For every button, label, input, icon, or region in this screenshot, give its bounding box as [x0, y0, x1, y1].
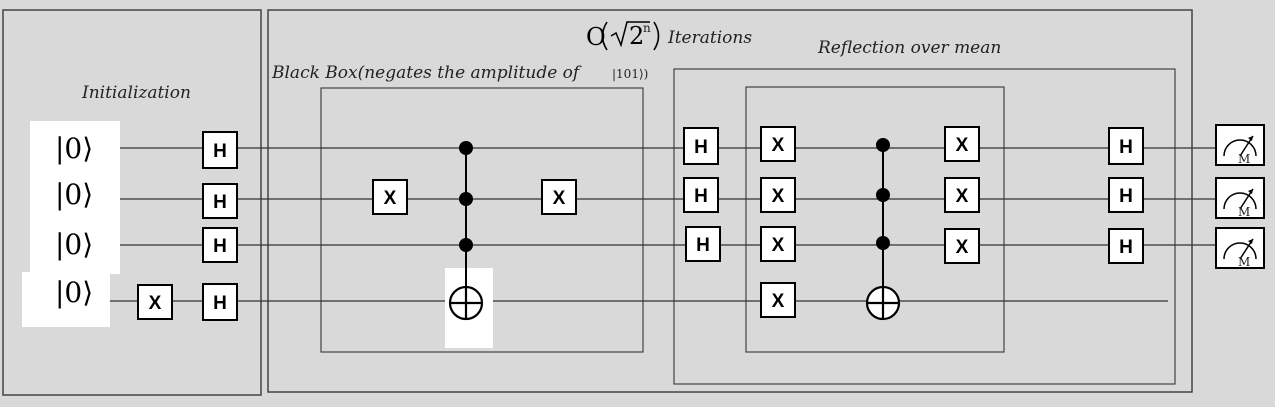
init-h-gate-q2-label: H: [213, 192, 227, 213]
qubit-3-label: |0⟩: [55, 228, 93, 261]
initialization-panel: [2, 9, 262, 396]
diffuser-h-gate-q3-left-label: H: [696, 235, 710, 256]
measure-meter-q3: M: [1215, 227, 1265, 269]
diffuser-x-gate-q1-right: [944, 126, 980, 162]
iteration-count-label: O 2 n Iterations: [586, 21, 752, 51]
oracle-x-gate-q2-right-label: X: [553, 188, 566, 209]
diffuser-x-gate-q2-right-label: X: [956, 186, 969, 207]
diffuser-x-gate-q1-left: [760, 126, 796, 162]
black-box-label: Black Box(negates the amplitude of: [271, 63, 582, 83]
oracle-x-gate-q2-left: [372, 179, 408, 215]
init-h-gate-q4: [202, 283, 238, 321]
oracle-x-gate-q2-left-label: X: [384, 188, 397, 209]
meter-q3-icon: [1215, 227, 1265, 269]
sqrt-exponent: n: [643, 21, 651, 35]
diffuser-h-gate-q1-right: [1108, 127, 1144, 165]
diffuser-x-gate-q3-right-label: X: [956, 237, 969, 258]
big-o-close-paren: [653, 21, 660, 51]
init-h-gate-q1-label: H: [213, 141, 227, 162]
diffuser-h-gate-q2-right-label: H: [1119, 186, 1133, 207]
measure-meter-q1: M: [1215, 124, 1265, 166]
meter-q2-icon: [1215, 177, 1265, 219]
diffuser-x-gate-q2-right: [944, 177, 980, 213]
init-h-gate-q3: [202, 227, 238, 263]
diffuser-control-dot-q2: [876, 188, 890, 202]
black-box-oracle-box: [320, 87, 644, 353]
diffuser-h-gate-q1-right-label: H: [1119, 137, 1133, 158]
diffuser-h-gate-q2-right: [1108, 177, 1144, 213]
sqrt-symbol: [610, 21, 650, 48]
diffuser-x-gate-q4: [760, 282, 796, 318]
diffuser-h-gate-q1-left: [683, 127, 719, 165]
diffuser-control-dot-q1: [876, 138, 890, 152]
oracle-target-xor: [448, 285, 484, 321]
diffuser-h-gate-q1-left-label: H: [694, 137, 708, 158]
oracle-x-gate-q2-right: [541, 179, 577, 215]
qubit-labels-background: [30, 121, 120, 274]
diffuser-h-gate-q3-right-label: H: [1119, 237, 1133, 258]
reflection-label: Reflection over mean: [817, 38, 1001, 58]
initialization-label: Initialization: [81, 83, 191, 103]
init-x-gate-q4-label: X: [149, 293, 162, 314]
qubit-4-label: |0⟩: [55, 276, 93, 309]
diffuser-h-gate-q3-right: [1108, 228, 1144, 264]
reflection-outer-box: [673, 68, 1176, 385]
sqrt-radicand: 2: [629, 22, 644, 50]
diffuser-x-gate-q1-right-label: X: [956, 135, 969, 156]
diffuser-x-gate-q2-left: [760, 177, 796, 213]
qubit-label-4-background: [22, 272, 110, 327]
init-h-gate-q4-label: H: [213, 293, 227, 314]
diffuser-h-gate-q3-left: [685, 226, 721, 262]
qubit-2-label: |0⟩: [55, 178, 93, 211]
black-box-ket-label: |101⟩): [612, 67, 648, 81]
diffuser-x-gate-q4-label: X: [772, 291, 785, 312]
diffuser-control-dot-q3: [876, 236, 890, 250]
big-o-symbol: O: [586, 23, 606, 51]
measure-meter-q2: M: [1215, 177, 1265, 219]
oracle-control-dot-q2: [459, 192, 473, 206]
qubit-1-label: |0⟩: [55, 132, 93, 165]
reflection-inner-box: [745, 86, 1005, 353]
diffuser-x-gate-q3-left: [760, 226, 796, 262]
grover-iteration-panel: [267, 9, 1193, 393]
meter-q3-label: M: [1238, 255, 1250, 269]
init-h-gate-q2: [202, 183, 238, 219]
diffuser-x-gate-q2-left-label: X: [772, 186, 785, 207]
diffuser-h-gate-q2-left-label: H: [694, 186, 708, 207]
oracle-control-dot-q3: [459, 238, 473, 252]
diffuser-target-xor: [865, 285, 901, 321]
diffuser-x-gate-q3-left-label: X: [772, 235, 785, 256]
meter-q1-label: M: [1238, 152, 1250, 166]
diffuser-h-gate-q2-left: [683, 177, 719, 213]
oracle-control-dot-q1: [459, 141, 473, 155]
meter-q2-label: M: [1238, 205, 1250, 219]
init-x-gate-q4: [137, 284, 173, 320]
big-o-open-paren: [601, 21, 608, 51]
meter-q1-icon: [1215, 124, 1265, 166]
iterations-label: Iterations: [667, 28, 752, 48]
diffuser-x-gate-q3-right: [944, 228, 980, 264]
diffuser-x-gate-q1-left-label: X: [772, 135, 785, 156]
init-h-gate-q3-label: H: [213, 236, 227, 257]
init-h-gate-q1: [202, 131, 238, 169]
